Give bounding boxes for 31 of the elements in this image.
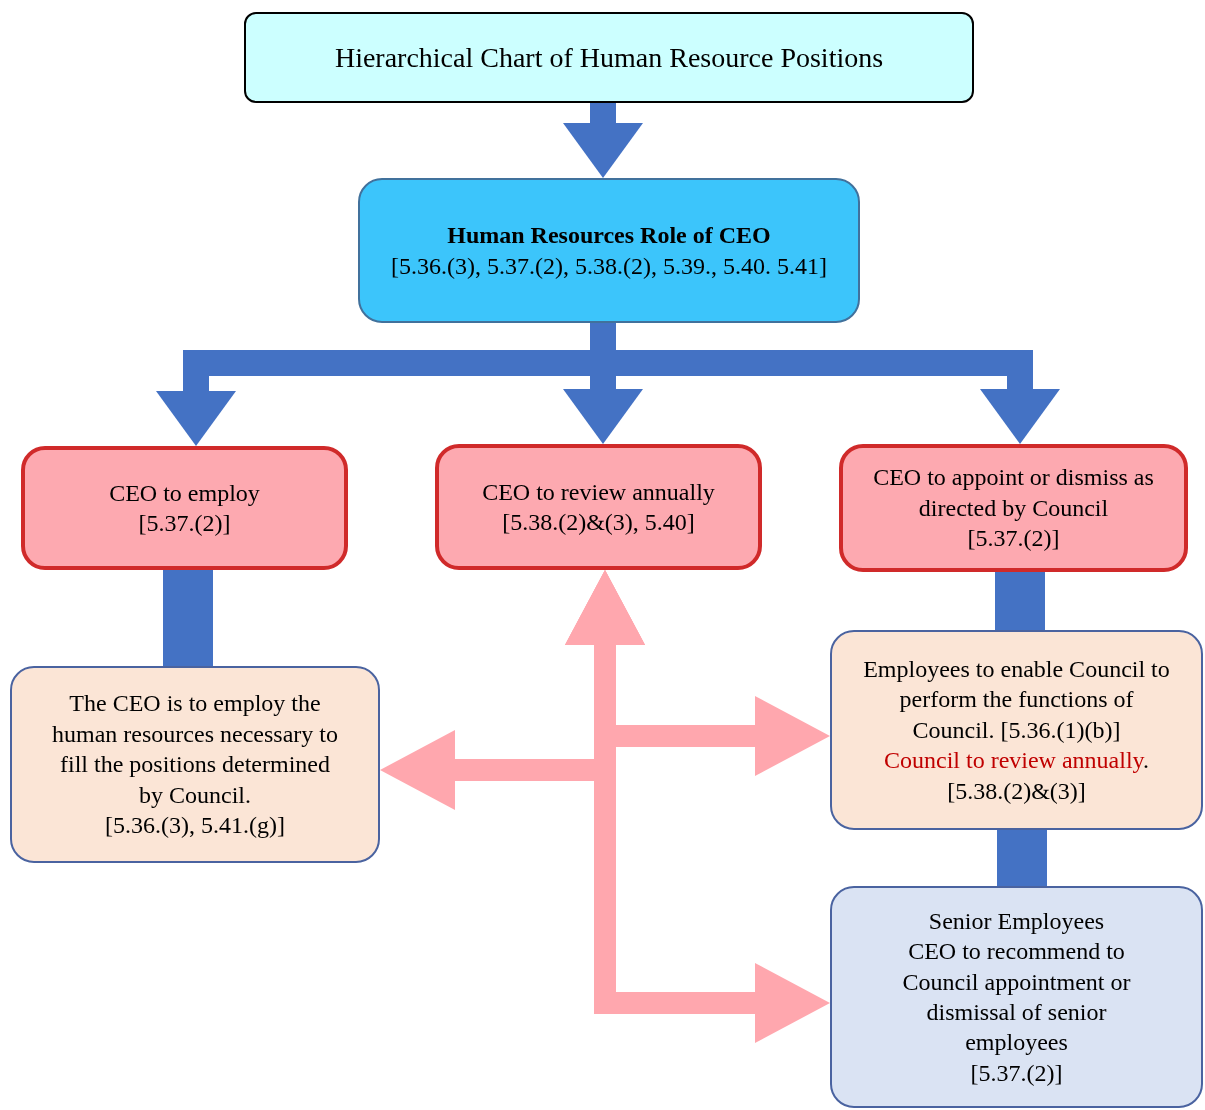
description-text: Employees to enable Council to perform the functions of Council. [5.36.(1)(b)] bbox=[863, 655, 1170, 743]
box-text: [5.38.(2)&(3), 5.40] bbox=[502, 509, 695, 535]
reference-text: [5.38.(2)&(3)] bbox=[947, 777, 1086, 804]
process-box bbox=[21, 446, 348, 570]
box-text: [5.37.(2)] bbox=[967, 525, 1060, 552]
box-text: [5.37.(2)] bbox=[138, 510, 231, 536]
role-box bbox=[358, 178, 860, 323]
box-heading: CEO to employ bbox=[109, 479, 260, 506]
process-box bbox=[435, 444, 762, 570]
connector-bar bbox=[163, 570, 213, 666]
title-box bbox=[244, 12, 974, 103]
punctuation-text: . bbox=[1143, 747, 1149, 774]
arrow bbox=[563, 103, 643, 178]
description-box bbox=[830, 630, 1203, 830]
box-heading: CEO to appoint or dismiss as directed by Council bbox=[873, 464, 1154, 521]
highlighted-text: Council to review annually bbox=[883, 747, 1143, 774]
description-box bbox=[830, 886, 1203, 1108]
connector-bar bbox=[995, 572, 1045, 630]
box-text: [5.37.(2)] bbox=[970, 1059, 1063, 1086]
process-box bbox=[839, 444, 1188, 572]
box-text: CEO to recommend to Council appointment or dismissal of senior employees bbox=[902, 938, 1131, 1056]
box-text: [5.36.(3), 5.37.(2), 5.38.(2), 5.39., 5.40. 5.41] bbox=[391, 252, 827, 279]
box-text: [5.36.(3), 5.41.(g)] bbox=[105, 812, 285, 839]
box-heading: Human Resources Role of CEO bbox=[447, 222, 771, 249]
box-heading: CEO to review annually bbox=[482, 478, 715, 505]
chart-title: Hierarchical Chart of Human Resource Positions bbox=[334, 41, 884, 73]
box-heading: The CEO is to employ the human resources necessary to fill the positions determined by Council. bbox=[52, 690, 338, 808]
description-box bbox=[10, 666, 380, 863]
connector-bar bbox=[997, 830, 1047, 886]
arrow bbox=[565, 570, 830, 1043]
box-heading: Senior Employees bbox=[928, 907, 1105, 934]
